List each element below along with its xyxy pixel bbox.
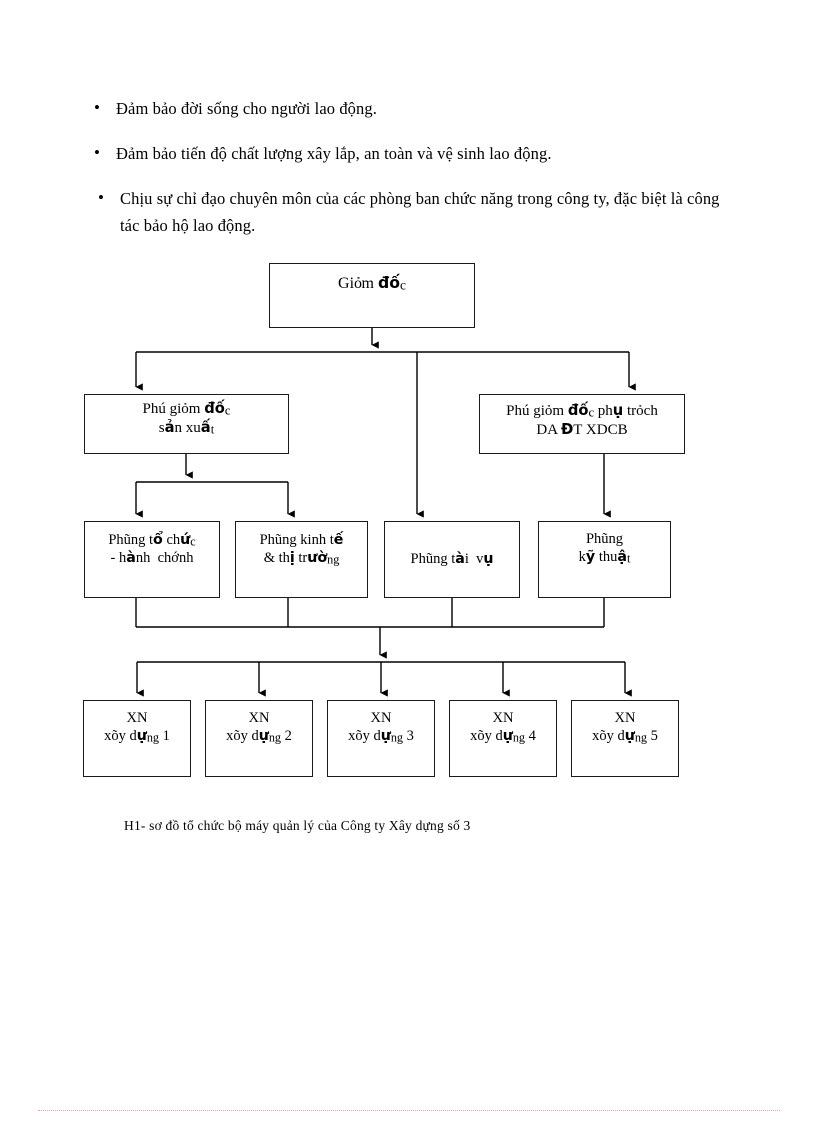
- list-item-text: Đảm bảo đời sống cho người lao động.: [116, 99, 377, 118]
- list-item: • Chịu sự chỉ đạo chuyên môn của các phò…: [90, 185, 730, 239]
- bullet-icon: •: [94, 143, 100, 162]
- org-node-deputy-investment-label: Phú giỏm đốc phụ trỏch DA ĐT XDCB: [506, 402, 658, 439]
- list-item-text: Chịu sự chỉ đạo chuyên môn của các phòng…: [120, 189, 720, 235]
- org-node-director[interactable]: Giỏm đốc: [269, 263, 475, 328]
- org-node-dept-organization[interactable]: Phũng tổ chức - hành chớnh: [84, 521, 220, 598]
- bullet-icon: •: [98, 188, 104, 207]
- org-node-dept-finance[interactable]: Phũng tài vụ: [384, 521, 520, 598]
- bullet-icon: •: [94, 98, 100, 117]
- org-node-dept-finance-label: Phũng tài vụ: [410, 550, 494, 567]
- page-footer-rule: [38, 1110, 780, 1112]
- list-item: • Đảm bảo đời sống cho người lao động.: [90, 95, 730, 122]
- org-node-deputy-production-label: Phú giỏm đốc sản xuất: [142, 400, 231, 437]
- org-node-director-label: Giỏm đốc: [338, 273, 406, 293]
- org-node-dept-economics[interactable]: Phũng kinh tế & thị trường: [235, 521, 368, 598]
- org-node-dept-technical-label: Phũng kỹ thuật: [578, 530, 631, 565]
- list-item-text: Đảm bảo tiến độ chất lượng xây lắp, an t…: [116, 144, 552, 163]
- org-node-deputy-production[interactable]: Phú giỏm đốc sản xuất: [84, 394, 289, 454]
- figure-caption: H1- sơ đồ tổ chức bộ máy quản lý của Côn…: [124, 818, 471, 833]
- bullet-list: • Đảm bảo đời sống cho người lao động. •…: [90, 95, 730, 257]
- org-node-dept-technical[interactable]: Phũng kỹ thuật: [538, 521, 671, 598]
- org-node-dept-organization-label: Phũng tổ chức - hành chớnh: [108, 531, 196, 566]
- list-item: • Đảm bảo tiến độ chất lượng xây lắp, an…: [90, 140, 730, 167]
- org-node-dept-economics-label: Phũng kinh tế & thị trường: [259, 531, 344, 566]
- org-node-deputy-investment[interactable]: Phú giỏm đốc phụ trỏch DA ĐT XDCB: [479, 394, 685, 454]
